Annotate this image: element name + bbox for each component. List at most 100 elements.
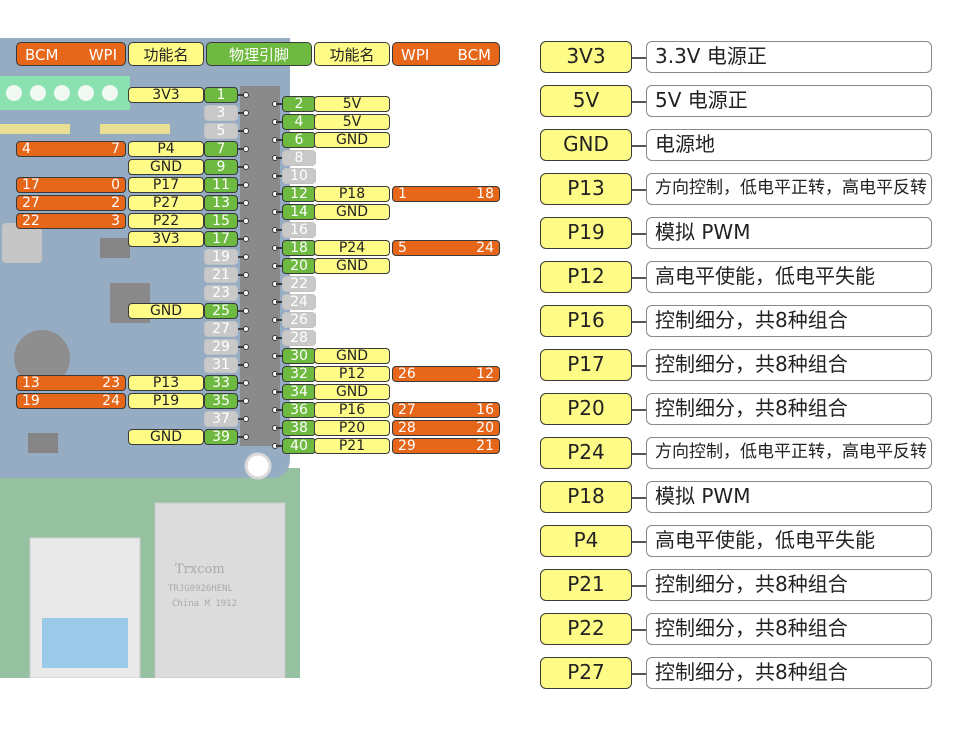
legend-description: 模拟 PWM: [646, 217, 932, 249]
terminal-screw: [102, 85, 118, 101]
pin-lead: [238, 310, 244, 312]
pin-function: P19: [128, 393, 204, 409]
pin-lead: [238, 112, 244, 114]
legend-description: 方向控制，低电平正转，高电平反转: [646, 173, 932, 205]
legend-key: P22: [540, 613, 632, 645]
legend-connector: [632, 277, 646, 279]
pin-lead: [238, 364, 244, 366]
legend-key: P18: [540, 481, 632, 513]
legend-description: 高电平使能，低电平失能: [646, 525, 932, 557]
legend-connector: [632, 189, 646, 191]
pin-function: P20: [314, 420, 390, 436]
pin-number: 26: [282, 312, 316, 328]
legend-connector: [632, 673, 646, 675]
pin-lead: [238, 436, 244, 438]
pin-number: 14: [282, 204, 316, 220]
pin-lead: [238, 148, 244, 150]
pin-function: GND: [128, 159, 204, 175]
pin-wpi: 28: [398, 420, 416, 436]
pin-number: 22: [282, 276, 316, 292]
pin-number: 6: [282, 132, 316, 148]
pin-number: 8: [282, 150, 316, 166]
pin-bcm: 17: [22, 177, 40, 193]
pin-lead: [238, 238, 244, 240]
pin-lead: [276, 319, 282, 321]
pin-lead: [238, 220, 244, 222]
pin-bcm: 18: [476, 186, 494, 202]
pin-function: 3V3: [128, 87, 204, 103]
board-photo: Trxcom TRJG0926HENL China M 1912: [0, 38, 300, 678]
pin-number: 9: [204, 159, 238, 175]
pin-number: 35: [204, 393, 238, 409]
legend-connector: [632, 409, 646, 411]
pin-wpi: 3: [111, 213, 120, 229]
legend-connector: [632, 497, 646, 499]
legend-description: 控制细分，共8种组合: [646, 393, 932, 425]
legend-connector: [632, 585, 646, 587]
pin-lead: [238, 400, 244, 402]
pin-number: 25: [204, 303, 238, 319]
legend-key: P12: [540, 261, 632, 293]
pin-lead: [276, 409, 282, 411]
pin-number: 27: [204, 321, 238, 337]
pin-function: GND: [314, 204, 390, 220]
legend-description: 模拟 PWM: [646, 481, 932, 513]
pin-lead: [238, 346, 244, 348]
pin-lead: [238, 382, 244, 384]
pin-number: 11: [204, 177, 238, 193]
pin-number: 13: [204, 195, 238, 211]
pin-wpi: 1: [398, 186, 407, 202]
terminal-screw: [78, 85, 94, 101]
legend-description: 5V 电源正: [646, 85, 932, 117]
pin-function: P16: [314, 402, 390, 418]
legend-key: P19: [540, 217, 632, 249]
pin-wpi: 29: [398, 438, 416, 454]
pin-bcm: 24: [476, 240, 494, 256]
pin-number: 38: [282, 420, 316, 436]
pin-lead: [276, 283, 282, 285]
pin-number: 36: [282, 402, 316, 418]
pin-function: 3V3: [128, 231, 204, 247]
pin-function: P4: [128, 141, 204, 157]
legend-row: P18 模拟 PWM: [540, 481, 940, 515]
pin-function: 5V: [314, 96, 390, 112]
pin-number: 28: [282, 330, 316, 346]
pin-number: 39: [204, 429, 238, 445]
pin-wpi: 26: [398, 366, 416, 382]
header-bcm-label: BCM: [457, 46, 491, 64]
pin-number: 15: [204, 213, 238, 229]
pin-wpi: 7: [111, 141, 120, 157]
legend-connector: [632, 321, 646, 323]
pin-number: 4: [282, 114, 316, 130]
pin-number: 31: [204, 357, 238, 373]
pin-lead: [276, 121, 282, 123]
pin-bcm: 21: [476, 438, 494, 454]
legend-connector: [632, 57, 646, 59]
pin-number: 29: [204, 339, 238, 355]
pin-number: 18: [282, 240, 316, 256]
pin-lead: [238, 202, 244, 204]
pin-lead: [276, 175, 282, 177]
pin-function: P17: [128, 177, 204, 193]
pin-wpi: 24: [102, 393, 120, 409]
pin-number: 17: [204, 231, 238, 247]
pin-number: 10: [282, 168, 316, 184]
pin-number: 1: [204, 87, 238, 103]
pin-number: 20: [282, 258, 316, 274]
header-physical-pin: 物理引脚: [206, 42, 312, 66]
pin-wpi: 23: [102, 375, 120, 391]
pin-function: P13: [128, 375, 204, 391]
pin-number: 16: [282, 222, 316, 238]
